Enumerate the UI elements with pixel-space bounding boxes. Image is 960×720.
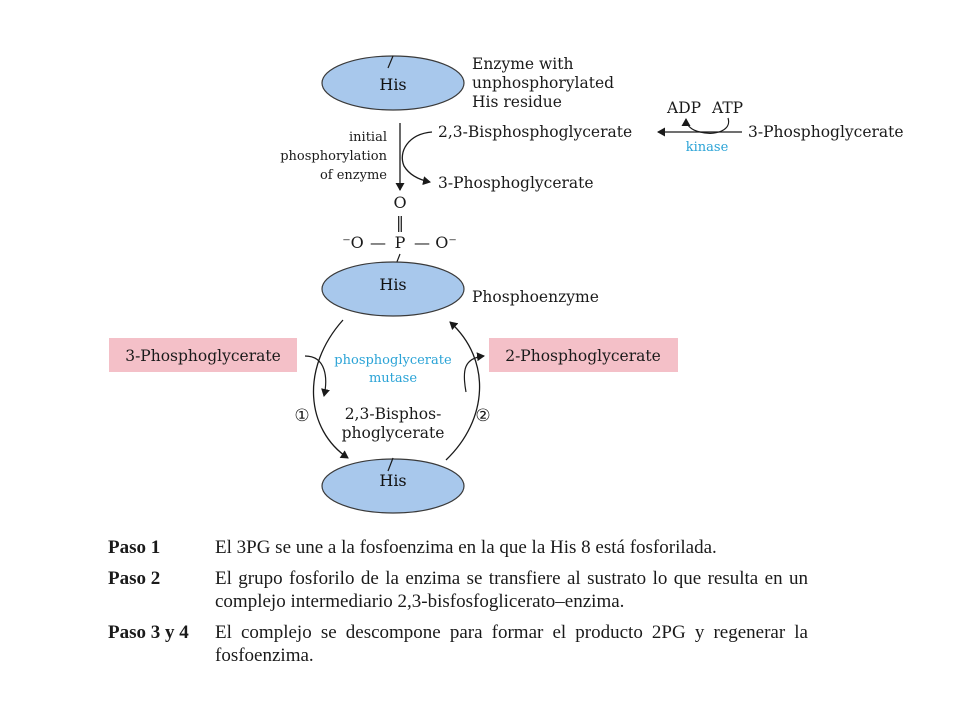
phosphate-o-left: ⁻O bbox=[342, 233, 364, 252]
phosphate-o-right: O⁻ bbox=[435, 233, 457, 252]
phosphate-double-bond: ‖ bbox=[396, 213, 404, 232]
mutase-label-2: mutase bbox=[369, 371, 417, 386]
his-label-middle: His bbox=[379, 275, 406, 294]
cycle-substrate-label: 3-Phosphoglycerate bbox=[125, 347, 281, 365]
product-exit-arrow bbox=[463, 352, 485, 393]
atp-adp-curve bbox=[681, 117, 730, 134]
his-label-bottom: His bbox=[379, 471, 406, 490]
step2-arc bbox=[445, 321, 481, 461]
step1-arc bbox=[312, 319, 349, 459]
phosphoenzyme: His Phosphoenzyme bbox=[321, 261, 599, 317]
kinase-substrate-label: 3-Phosphoglycerate bbox=[748, 123, 904, 141]
step-2-label: Paso 2 bbox=[108, 568, 161, 589]
step-1: Paso 1 El 3PG se une a la fosfoenzima en… bbox=[108, 536, 808, 559]
mutase-mechanism-diagram: His Enzyme with unphosphorylated His res… bbox=[109, 55, 904, 514]
step-2-text: El grupo fosforilo de la enzima se trans… bbox=[215, 568, 808, 612]
step1-marker: ① bbox=[294, 406, 309, 426]
step-2: Paso 2 El grupo fosforilo de la enzima s… bbox=[108, 567, 808, 613]
phosphate-p: P bbox=[395, 233, 406, 252]
his-label-top: His bbox=[379, 75, 406, 94]
step-3-4: Paso 3 y 4 El complejo se descompone par… bbox=[108, 621, 808, 667]
phosphorylation-label-1: initial bbox=[349, 130, 387, 145]
step2-marker: ② bbox=[475, 406, 490, 426]
enzyme-bottom: His bbox=[321, 457, 465, 514]
phosphate-dash-left: — bbox=[370, 233, 386, 252]
caption-line-3: His residue bbox=[472, 93, 562, 111]
phosphorylation-label-2: phosphorylation bbox=[280, 149, 387, 164]
kinase-reaction: ADP ATP kinase 3-Phosphoglycerate bbox=[657, 99, 904, 155]
bpg-curved-arrow bbox=[401, 131, 433, 186]
adp-label: ADP bbox=[666, 99, 701, 117]
step-3-4-text: El complejo se descompone para formar el… bbox=[215, 622, 808, 666]
initial-phosphorylation: initial phosphorylation of enzyme 2,3-Bi… bbox=[280, 123, 632, 192]
substrate-box bbox=[109, 338, 297, 372]
enzyme-unphosphorylated: His bbox=[321, 55, 465, 111]
intermediate-label-2: phoglycerate bbox=[342, 424, 445, 442]
substrate-entry-arrow bbox=[304, 355, 330, 397]
cycle-product-label: 2-Phosphoglycerate bbox=[505, 347, 661, 365]
steps-list: Paso 1 El 3PG se une a la fosfoenzima en… bbox=[108, 536, 808, 675]
caption-line-2: unphosphorylated bbox=[472, 74, 614, 92]
atp-label: ATP bbox=[711, 99, 743, 117]
mutase-cycle: 3-Phosphoglycerate 2-Phosphoglycerate ph… bbox=[109, 319, 678, 461]
mutase-label-1: phosphoglycerate bbox=[334, 353, 452, 368]
step-1-text: El 3PG se une a la fosfoenzima en la que… bbox=[215, 537, 717, 558]
phosphate-group: O ‖ ⁻O — P — O⁻ bbox=[342, 193, 457, 273]
phosphate-oxygen-top: O bbox=[393, 193, 406, 212]
product-box bbox=[489, 338, 678, 372]
bpg-substrate-label: 2,3-Bisphosphoglycerate bbox=[438, 123, 632, 141]
step-3-4-label: Paso 3 y 4 bbox=[108, 622, 189, 643]
phosphoenzyme-caption: Phosphoenzyme bbox=[472, 288, 599, 306]
phosphate-dash-right: — bbox=[414, 233, 430, 252]
step-1-label: Paso 1 bbox=[108, 537, 161, 558]
3pg-product-label: 3-Phosphoglycerate bbox=[438, 174, 594, 192]
intermediate-label-1: 2,3-Bisphos- bbox=[345, 405, 442, 423]
phosphorylation-label-3: of enzyme bbox=[320, 168, 387, 183]
kinase-label: kinase bbox=[686, 140, 729, 155]
caption-line-1: Enzyme with bbox=[472, 55, 573, 73]
enzyme-top-caption: Enzyme with unphosphorylated His residue bbox=[472, 55, 614, 111]
